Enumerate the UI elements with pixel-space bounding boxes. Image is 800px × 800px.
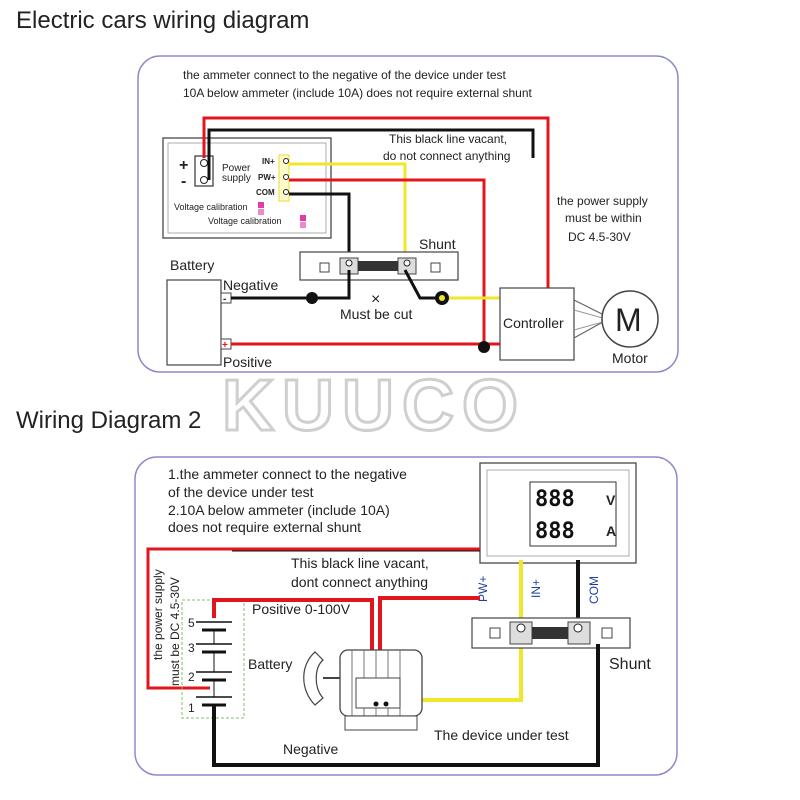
brand-watermark: KUUCO <box>222 366 526 446</box>
diagram2-title: Wiring Diagram 2 <box>16 407 201 434</box>
display-voltage: 888 <box>535 487 575 512</box>
diagram2-shunt-label: Shunt <box>609 656 651 673</box>
diagram2-pin-in: IN+ <box>529 579 543 598</box>
cell-label-2: 2 <box>188 670 195 684</box>
diagram1-black-wire-com <box>289 192 351 262</box>
cell-label-5: 5 <box>188 616 195 630</box>
voltage-calibration-2: Voltage calibration <box>208 216 282 226</box>
diagram1-note-line2: 10A below ammeter (include 10A) does not… <box>183 86 533 100</box>
diagram1-shunt <box>299 251 459 281</box>
pin-in-label: IN+ <box>262 157 275 166</box>
diagram2-power-note-1: the power supply <box>151 569 165 660</box>
motor-letter: M <box>615 302 642 338</box>
diagram2-meter-module: 888 888 V A <box>479 462 637 564</box>
must-be-cut-label: Must be cut <box>340 306 412 322</box>
battery-neg-sign: - <box>223 294 226 305</box>
diagram1-vacant-black-wire <box>207 128 535 180</box>
motor-icon <box>601 290 659 348</box>
diagram2-note-4: does not require external shunt <box>168 519 361 535</box>
diagram2-power-note-2: must be DC 4.5-30V <box>168 577 182 686</box>
diagram1-battery <box>166 279 222 366</box>
diagram2-vacant-1: This black line vacant, <box>291 555 429 571</box>
cell-label-3: 3 <box>188 641 195 655</box>
diagram2-note-2: of the device under test <box>168 484 314 500</box>
diagram2-negative-wire <box>212 644 600 767</box>
cell-label-1: 1 <box>188 701 195 715</box>
diagram1-red-wire-pw <box>289 178 486 348</box>
diagram1-meter-module: + - Power supply IN+ PW+ COM Voltage cal… <box>162 137 332 239</box>
diagram2-vacant-2: dont connect anything <box>291 574 428 590</box>
diagram1-note-line1: the ammeter connect to the negative of t… <box>183 68 507 82</box>
controller-box <box>499 287 575 361</box>
device-under-test-motor-icon <box>303 649 423 731</box>
cut-mark: × <box>371 291 380 308</box>
diagram2-note-3: 2.10A below ammeter (include 10A) <box>168 502 390 518</box>
power-supply-label-2: supply <box>222 173 251 184</box>
display-current: 888 <box>535 519 575 544</box>
diagram1-battery-label: Battery <box>170 257 214 273</box>
battery-pos-sign: + <box>222 340 228 351</box>
power-note-2: must be within <box>565 211 642 225</box>
diagram1-shunt-label: Shunt <box>419 236 456 252</box>
diagram2-in-wire <box>390 560 523 702</box>
vacant-label-2: do not connect anything <box>383 149 510 163</box>
diagram2-negative-label: Negative <box>283 741 338 757</box>
diagram2-battery-label: Battery <box>248 656 292 672</box>
pin-pw-label: PW+ <box>258 173 276 182</box>
diagram1-frame <box>137 55 679 373</box>
junction-positive <box>478 341 490 353</box>
diagram2-pin-com: COM <box>587 576 601 604</box>
diagram2-pin-pw: PW+ <box>476 576 490 602</box>
vacant-label-1: This black line vacant, <box>389 132 507 146</box>
unit-v: V <box>606 492 616 508</box>
diagram1-red-wire-top <box>202 116 550 292</box>
minus-sign: - <box>181 173 186 190</box>
pin-com-label: COM <box>256 188 275 197</box>
power-note-1: the power supply <box>557 194 648 208</box>
diagram2-positive-label: Positive 0-100V <box>252 601 351 617</box>
diagram2-shunt <box>471 617 631 649</box>
diagram1-yellow-wire-in <box>289 162 407 262</box>
plus-sign: + <box>179 157 188 174</box>
diagram1-positive-label: Positive <box>223 354 272 370</box>
diagram1-negative-wire <box>231 270 351 300</box>
voltage-calibration-1: Voltage calibration <box>174 202 248 212</box>
power-note-3: DC 4.5-30V <box>568 230 631 244</box>
diagram2-power-red-wire <box>146 547 480 690</box>
diagram2-frame <box>134 456 678 776</box>
diagram1-negative-label: Negative <box>223 277 278 293</box>
controller-label: Controller <box>503 315 564 331</box>
device-under-test-label: The device under test <box>434 727 569 743</box>
junction-negative <box>306 292 318 304</box>
diagram1-title: Electric cars wiring diagram <box>16 7 309 34</box>
unit-a: A <box>606 523 616 539</box>
power-supply-label-1: Power <box>222 163 251 174</box>
motor-label: Motor <box>612 350 648 366</box>
diagram2-note-1: 1.the ammeter connect to the negative <box>168 466 407 482</box>
